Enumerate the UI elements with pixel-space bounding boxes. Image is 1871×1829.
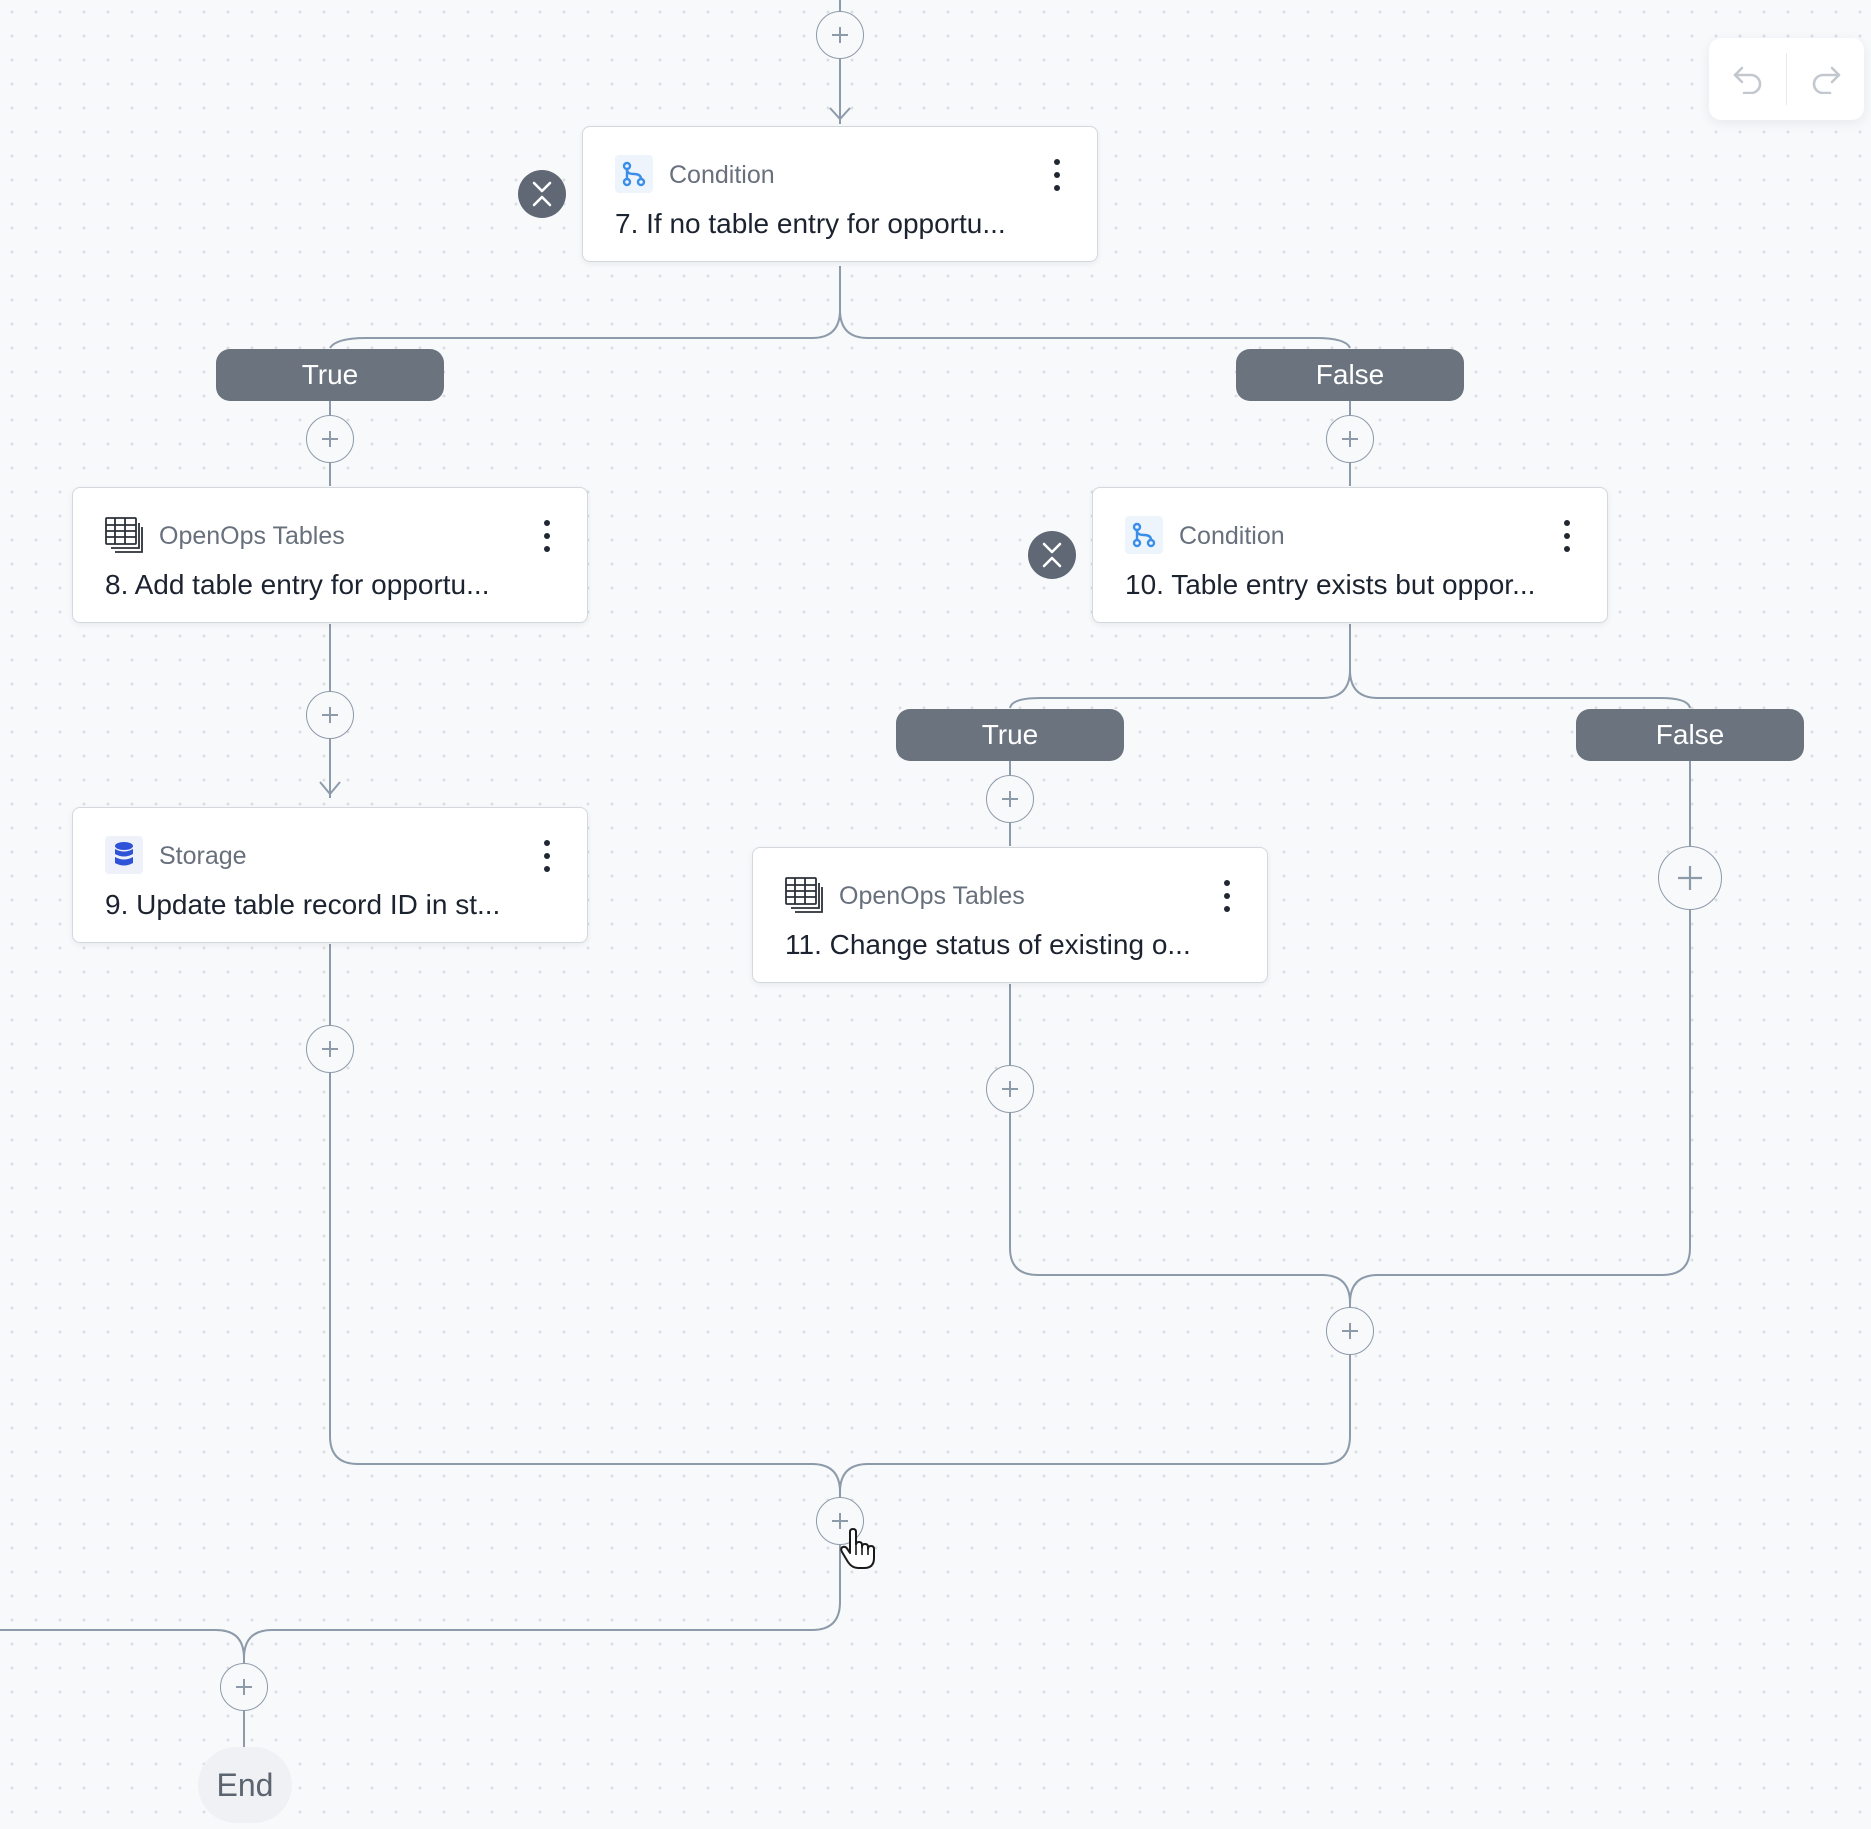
add-step-button[interactable] <box>1658 846 1722 910</box>
step-type-label: Condition <box>669 161 775 189</box>
add-step-button[interactable] <box>816 11 864 59</box>
branch-label-true: True <box>896 709 1124 761</box>
undo-icon <box>1733 66 1761 94</box>
add-step-button[interactable] <box>306 691 354 739</box>
branch-label-false: False <box>1576 709 1804 761</box>
plus-icon <box>1342 431 1358 447</box>
table-icon <box>785 876 823 914</box>
step-title: 7. If no table entry for opportu... <box>615 208 1006 239</box>
plus-icon <box>1002 1081 1018 1097</box>
step-title: 9. Update table record ID in st... <box>105 889 501 920</box>
toolbar-divider <box>1786 53 1787 105</box>
collapse-branch-button[interactable] <box>1028 531 1076 579</box>
step-type-label: Storage <box>159 842 247 870</box>
step-title: 8. Add table entry for opportu... <box>105 569 490 600</box>
add-step-button[interactable] <box>986 1065 1034 1113</box>
add-step-button[interactable] <box>1326 1307 1374 1355</box>
add-step-button[interactable] <box>986 775 1034 823</box>
step-menu-button[interactable] <box>1047 155 1067 195</box>
collapse-icon <box>1042 542 1062 568</box>
plus-icon <box>322 431 338 447</box>
step-node-7[interactable]: Condition 7. If no table entry for oppor… <box>582 126 1098 262</box>
plus-icon <box>1002 791 1018 807</box>
plus-icon <box>832 27 848 43</box>
branch-label-false: False <box>1236 349 1464 401</box>
redo-button[interactable] <box>1787 38 1864 120</box>
add-step-button[interactable] <box>306 1025 354 1073</box>
add-step-button[interactable] <box>306 415 354 463</box>
step-title: 10. Table entry exists but oppor... <box>1125 569 1536 600</box>
step-type-label: OpenOps Tables <box>159 522 345 550</box>
collapse-icon <box>532 181 552 207</box>
step-node-8[interactable]: OpenOps Tables 8. Add table entry for op… <box>72 487 588 623</box>
add-step-button[interactable] <box>1326 415 1374 463</box>
flow-end-node: End <box>198 1747 292 1823</box>
storage-icon <box>105 836 143 874</box>
plus-icon <box>832 1513 848 1529</box>
step-node-9[interactable]: Storage 9. Update table record ID in st.… <box>72 807 588 943</box>
plus-icon <box>1342 1323 1358 1339</box>
plus-icon <box>236 1679 252 1695</box>
step-type-label: OpenOps Tables <box>839 882 1025 910</box>
condition-icon <box>615 155 653 193</box>
step-menu-button[interactable] <box>1557 516 1577 556</box>
plus-icon <box>322 707 338 723</box>
undo-button[interactable] <box>1709 38 1786 120</box>
branch-label-true: True <box>216 349 444 401</box>
plus-icon <box>322 1041 338 1057</box>
step-title: 11. Change status of existing o... <box>785 929 1191 960</box>
step-menu-button[interactable] <box>537 836 557 876</box>
condition-icon <box>1125 516 1163 554</box>
collapse-branch-button[interactable] <box>518 170 566 218</box>
undo-redo-panel <box>1709 38 1864 120</box>
step-menu-button[interactable] <box>1217 876 1237 916</box>
step-node-10[interactable]: Condition 10. Table entry exists but opp… <box>1092 487 1608 623</box>
plus-icon <box>1678 866 1702 890</box>
hand-pointer-cursor-icon <box>840 1528 875 1569</box>
step-type-label: Condition <box>1179 522 1285 550</box>
step-menu-button[interactable] <box>537 516 557 556</box>
redo-icon <box>1812 66 1840 94</box>
step-node-11[interactable]: OpenOps Tables 11. Change status of exis… <box>752 847 1268 983</box>
table-icon <box>105 516 143 554</box>
add-step-button[interactable] <box>220 1663 268 1711</box>
